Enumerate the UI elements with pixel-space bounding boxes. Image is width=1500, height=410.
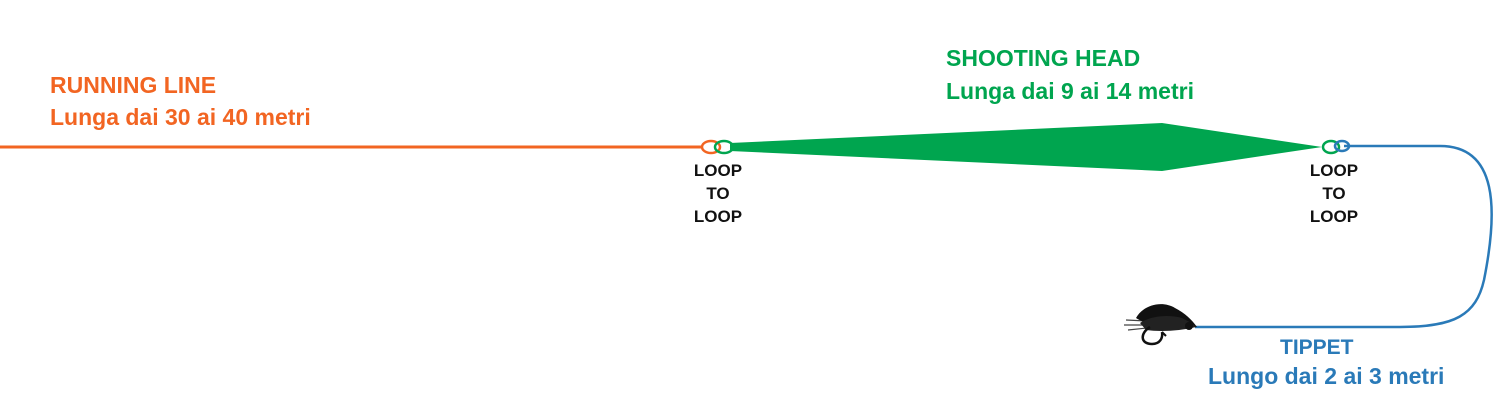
loop-to-loop-label-1: LOOP TO LOOP xyxy=(678,159,758,228)
loop-label-line: LOOP xyxy=(693,161,743,180)
tippet-length: Lungo dai 2 ai 3 metri xyxy=(1208,363,1445,389)
loop-label-line: LOOP xyxy=(1309,207,1359,226)
loop-label-line: TO xyxy=(706,184,730,203)
shooting-head-title: SHOOTING HEAD xyxy=(946,45,1141,71)
loop-connection-1 xyxy=(700,139,735,155)
shooting-head-loop xyxy=(713,139,735,155)
shooting-head-line xyxy=(730,123,1322,171)
running-line-length: Lunga dai 30 ai 40 metri xyxy=(50,104,311,130)
tippet-title: TIPPET xyxy=(1280,336,1354,359)
loop-label-line: LOOP xyxy=(693,207,743,226)
running-line-title: RUNNING LINE xyxy=(50,72,217,98)
fly-icon xyxy=(1124,304,1197,346)
shooting-head-length: Lunga dai 9 ai 14 metri xyxy=(946,78,1194,104)
tippet-line xyxy=(1195,144,1493,329)
tippet-loop xyxy=(1333,139,1351,153)
loop-label-line: LOOP xyxy=(1309,161,1359,180)
loop-to-loop-label-2: LOOP TO LOOP xyxy=(1294,159,1374,228)
loop-label-line: TO xyxy=(1322,184,1346,203)
loop-connection-2 xyxy=(1321,139,1351,155)
